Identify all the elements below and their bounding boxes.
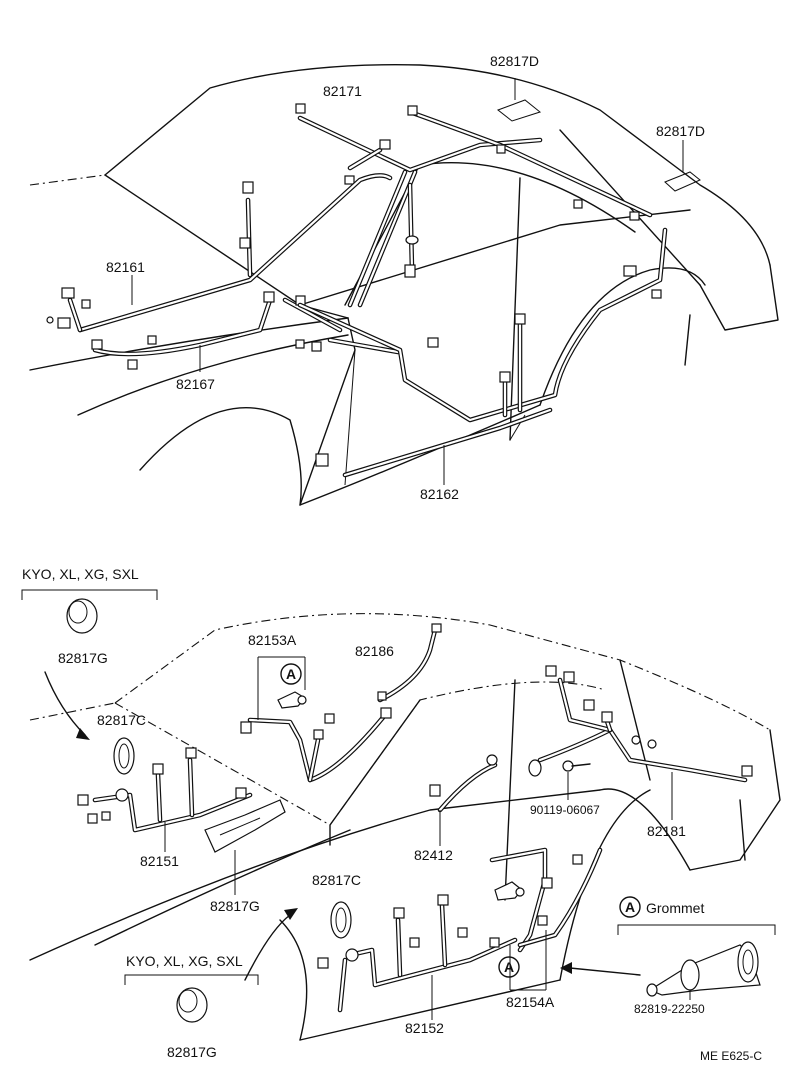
label-82154A: 82154A: [506, 994, 555, 1010]
label-82171: 82171: [323, 83, 362, 99]
callout-a-1: A: [286, 666, 296, 682]
label-kyo-top: KYO, XL, XG, SXL: [22, 566, 139, 582]
label-82817D-right: 82817D: [656, 123, 705, 139]
plug-82817G-bottom: [176, 987, 208, 1023]
harness-82181: [528, 665, 753, 820]
plug-82817G-top: [66, 598, 98, 634]
harness-82151: [77, 747, 253, 852]
bracket-82817G: [204, 799, 286, 895]
callout-a-circles: [257, 656, 641, 978]
label-kyo-bottom: KYO, XL, XG, SXL: [126, 953, 243, 969]
label-82153A: 82153A: [248, 632, 297, 648]
label-82817C-mid: 82817C: [312, 872, 361, 888]
label-82151: 82151: [140, 853, 179, 869]
label-90119-06067: 90119-06067: [530, 803, 600, 817]
grommet-82819-22250: [646, 941, 761, 1000]
harness-82154A: [489, 847, 603, 991]
harness-82186: [377, 623, 442, 703]
clip-90119-06067: [562, 760, 591, 800]
harness-82153A: [240, 691, 392, 783]
label-82819-22250: 82819-22250: [634, 1002, 705, 1016]
harness-82161: [46, 173, 393, 333]
label-grommet: Grommet: [646, 900, 704, 916]
harness-82171: [295, 103, 653, 308]
label-82162: 82162: [420, 486, 459, 502]
pad-82817D: [496, 78, 701, 192]
label-82186: 82186: [355, 643, 394, 659]
grommet-82817C-left: [113, 737, 135, 775]
harness-82167: [91, 291, 401, 372]
harness-82162: [297, 227, 668, 485]
label-82817G-mid: 82817G: [210, 898, 260, 914]
label-82817G-bottom: 82817G: [167, 1044, 217, 1060]
label-82167: 82167: [176, 376, 215, 392]
label-82161: 82161: [106, 259, 145, 275]
label-82181: 82181: [647, 823, 686, 839]
label-82817C-left: 82817C: [97, 712, 146, 728]
harness-82412: [429, 754, 498, 846]
label-82412: 82412: [414, 847, 453, 863]
label-82152: 82152: [405, 1020, 444, 1036]
footer-code: ME E625-C: [700, 1049, 762, 1063]
grommet-82817C-mid: [330, 901, 352, 939]
pointer-arrows: [44, 671, 641, 981]
variant-brackets: [21, 589, 776, 985]
harness-82152: [317, 894, 518, 1020]
callout-a-3: A: [625, 899, 635, 915]
label-82817D-top: 82817D: [490, 53, 539, 69]
callout-a-2: A: [504, 959, 514, 975]
label-82817G-top: 82817G: [58, 650, 108, 666]
